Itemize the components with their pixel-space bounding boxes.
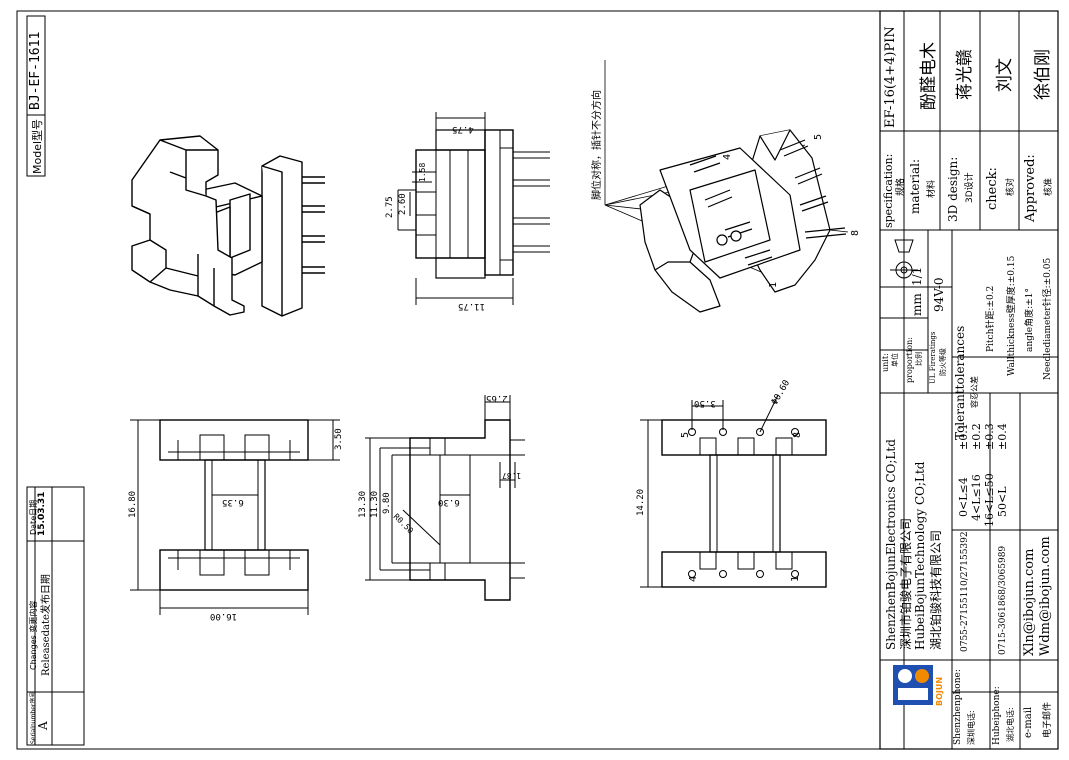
tol-cn: 容忍公差 <box>970 376 979 408</box>
dim-mid-d: 11.30 <box>370 490 380 518</box>
company-cn-1: 深圳市铂骏电子有限公司 <box>899 517 913 650</box>
pin-label-5: 5 <box>680 431 691 438</box>
dim-side-h3: 1.58 <box>418 162 427 182</box>
tol-row-4: 50<L <box>996 486 1009 517</box>
email-cn: 电子邮件 <box>1043 701 1053 738</box>
design-label: 3D design: <box>946 156 960 222</box>
model-value: BJ-EF-1611 <box>28 31 43 110</box>
changes-row-change: Releasedate发布日期 <box>41 574 52 676</box>
company-cn-2: 湖北铂骏科技有限公司 <box>929 529 943 650</box>
check-cn: 核对 <box>1006 177 1016 196</box>
proportion-label: proportion: <box>905 337 914 383</box>
check-value: 刘文 <box>995 58 1015 92</box>
changes-row-date: 15.03.31 <box>37 491 47 536</box>
pin-label-8: 8 <box>792 431 803 438</box>
check-label: check: <box>985 167 1000 210</box>
dim-front-w1: 6.35 <box>222 497 244 507</box>
hubei-phone-value: 0715-3061868/3065989 <box>998 545 1008 655</box>
pin-view <box>640 394 827 588</box>
spec-value: EF-16(4+4)PIN <box>883 26 898 128</box>
tol-val-1: ±0.1 <box>957 423 970 450</box>
dim-mid-b: 1.87 <box>502 471 522 480</box>
dim-side-h2: 2.60 <box>398 193 408 215</box>
shenzhen-phone-value: 0755-27155110/27155392 <box>960 531 970 652</box>
bojun-logo-icon <box>893 665 933 705</box>
ul-value: 94V-0 <box>932 277 946 312</box>
tol-row-1: 0<L≤4 <box>957 477 970 517</box>
dim-top-width: 4.75 <box>452 124 474 134</box>
projection-symbol-icon <box>890 239 918 284</box>
material-value: 酚醛电木 <box>919 42 939 110</box>
iso-view-right <box>604 60 849 313</box>
ul-cn: 防火等级 <box>939 348 947 376</box>
tol-val-2: ±0.2 <box>970 423 983 450</box>
approved-value: 徐伯刚 <box>1033 49 1053 100</box>
proportion-value: 1/1 <box>910 266 924 286</box>
proportion-cn: 比例 <box>915 352 923 366</box>
dim-mid-f: 6.30 <box>438 497 460 507</box>
shenzhen-phone-cn: 深圳电话: <box>967 710 976 745</box>
iso-pin-4: 4 <box>722 153 733 160</box>
tol-row-3: 16<L≤50 <box>983 473 996 527</box>
dim-mid-e: 9.80 <box>382 492 392 514</box>
email-label: e-mail <box>1023 706 1034 738</box>
email-2[interactable]: Wdm@ibojun.com <box>1038 536 1053 656</box>
approved-label: Approved: <box>1023 154 1038 222</box>
angle-tol: angle角度:±1° <box>1025 288 1035 352</box>
iso-note: 脚位对称，插针不分方向 <box>592 90 603 200</box>
company-en-2: HubeiBojunTechnology CO;Ltd <box>913 461 927 650</box>
material-cn: 材料 <box>927 179 937 198</box>
unit-cn: 单位 <box>891 353 899 367</box>
material-label: material: <box>908 158 922 214</box>
wall-tol: Wallthickness壁厚度:±0.15 <box>1007 255 1017 376</box>
tol-val-4: ±0.4 <box>996 423 1009 450</box>
changes-row-serial: A <box>36 721 50 730</box>
pin-label-1: 1 <box>790 575 801 582</box>
spec-cn: 规格 <box>896 177 906 196</box>
front-view <box>130 419 340 615</box>
dim-pin-pitch: 3.50 <box>694 398 716 408</box>
hubei-phone-cn: 湖北电话: <box>1006 707 1015 742</box>
dim-side-h1: 2.75 <box>385 196 395 218</box>
pitch-tol: Pitch针距:±0.2 <box>986 285 996 352</box>
iso-pin-8: 8 <box>850 229 861 236</box>
design-cn: 3D设计 <box>965 172 975 203</box>
company-en-1: ShenzhenBojunElectronics CO;Ltd <box>884 439 898 650</box>
dim-front-width: 16.00 <box>210 611 238 621</box>
title-block-grid <box>879 10 1059 750</box>
tol-val-3: ±0.3 <box>983 423 996 450</box>
pin-label-4: 4 <box>688 575 699 582</box>
dim-front-h2: 16.80 <box>128 490 138 518</box>
design-value: 蒋光赣 <box>955 49 975 100</box>
unit-label: unit: <box>881 353 890 372</box>
needle-tol: Needlediameter针径:±0.05 <box>1043 257 1053 380</box>
dim-mid-c: 13.30 <box>358 490 368 518</box>
iso-pin-5: 5 <box>813 133 824 140</box>
model-label: Model型号 <box>31 118 44 174</box>
ul-label: UL Fireratings <box>929 331 937 384</box>
hubei-phone-label: Hubeiphone: <box>992 686 1002 745</box>
unit-value: mm <box>910 293 924 316</box>
dim-side-width: 11.75 <box>458 301 486 311</box>
dim-front-h1: 3.50 <box>334 428 344 450</box>
dim-mid-a: 2.65 <box>486 393 508 403</box>
approved-cn: 核准 <box>1044 177 1054 196</box>
tol-row-2: 4<L≤16 <box>970 474 983 521</box>
bojun-logo-text: BOJUN <box>935 676 944 706</box>
middle-front-view <box>365 395 525 601</box>
iso-view-left <box>131 135 325 317</box>
changes-table <box>26 486 85 746</box>
shenzhen-phone-label: Shenzhenphone: <box>953 669 963 745</box>
model-box <box>26 15 46 177</box>
iso-pin-1: 1 <box>768 281 779 288</box>
email-1[interactable]: Xln@ibojun.com <box>1022 548 1037 656</box>
side-view <box>397 112 550 305</box>
dim-pin-span: 14.20 <box>636 488 646 516</box>
changes-col-serial: Serialnumber序号 <box>30 691 37 744</box>
